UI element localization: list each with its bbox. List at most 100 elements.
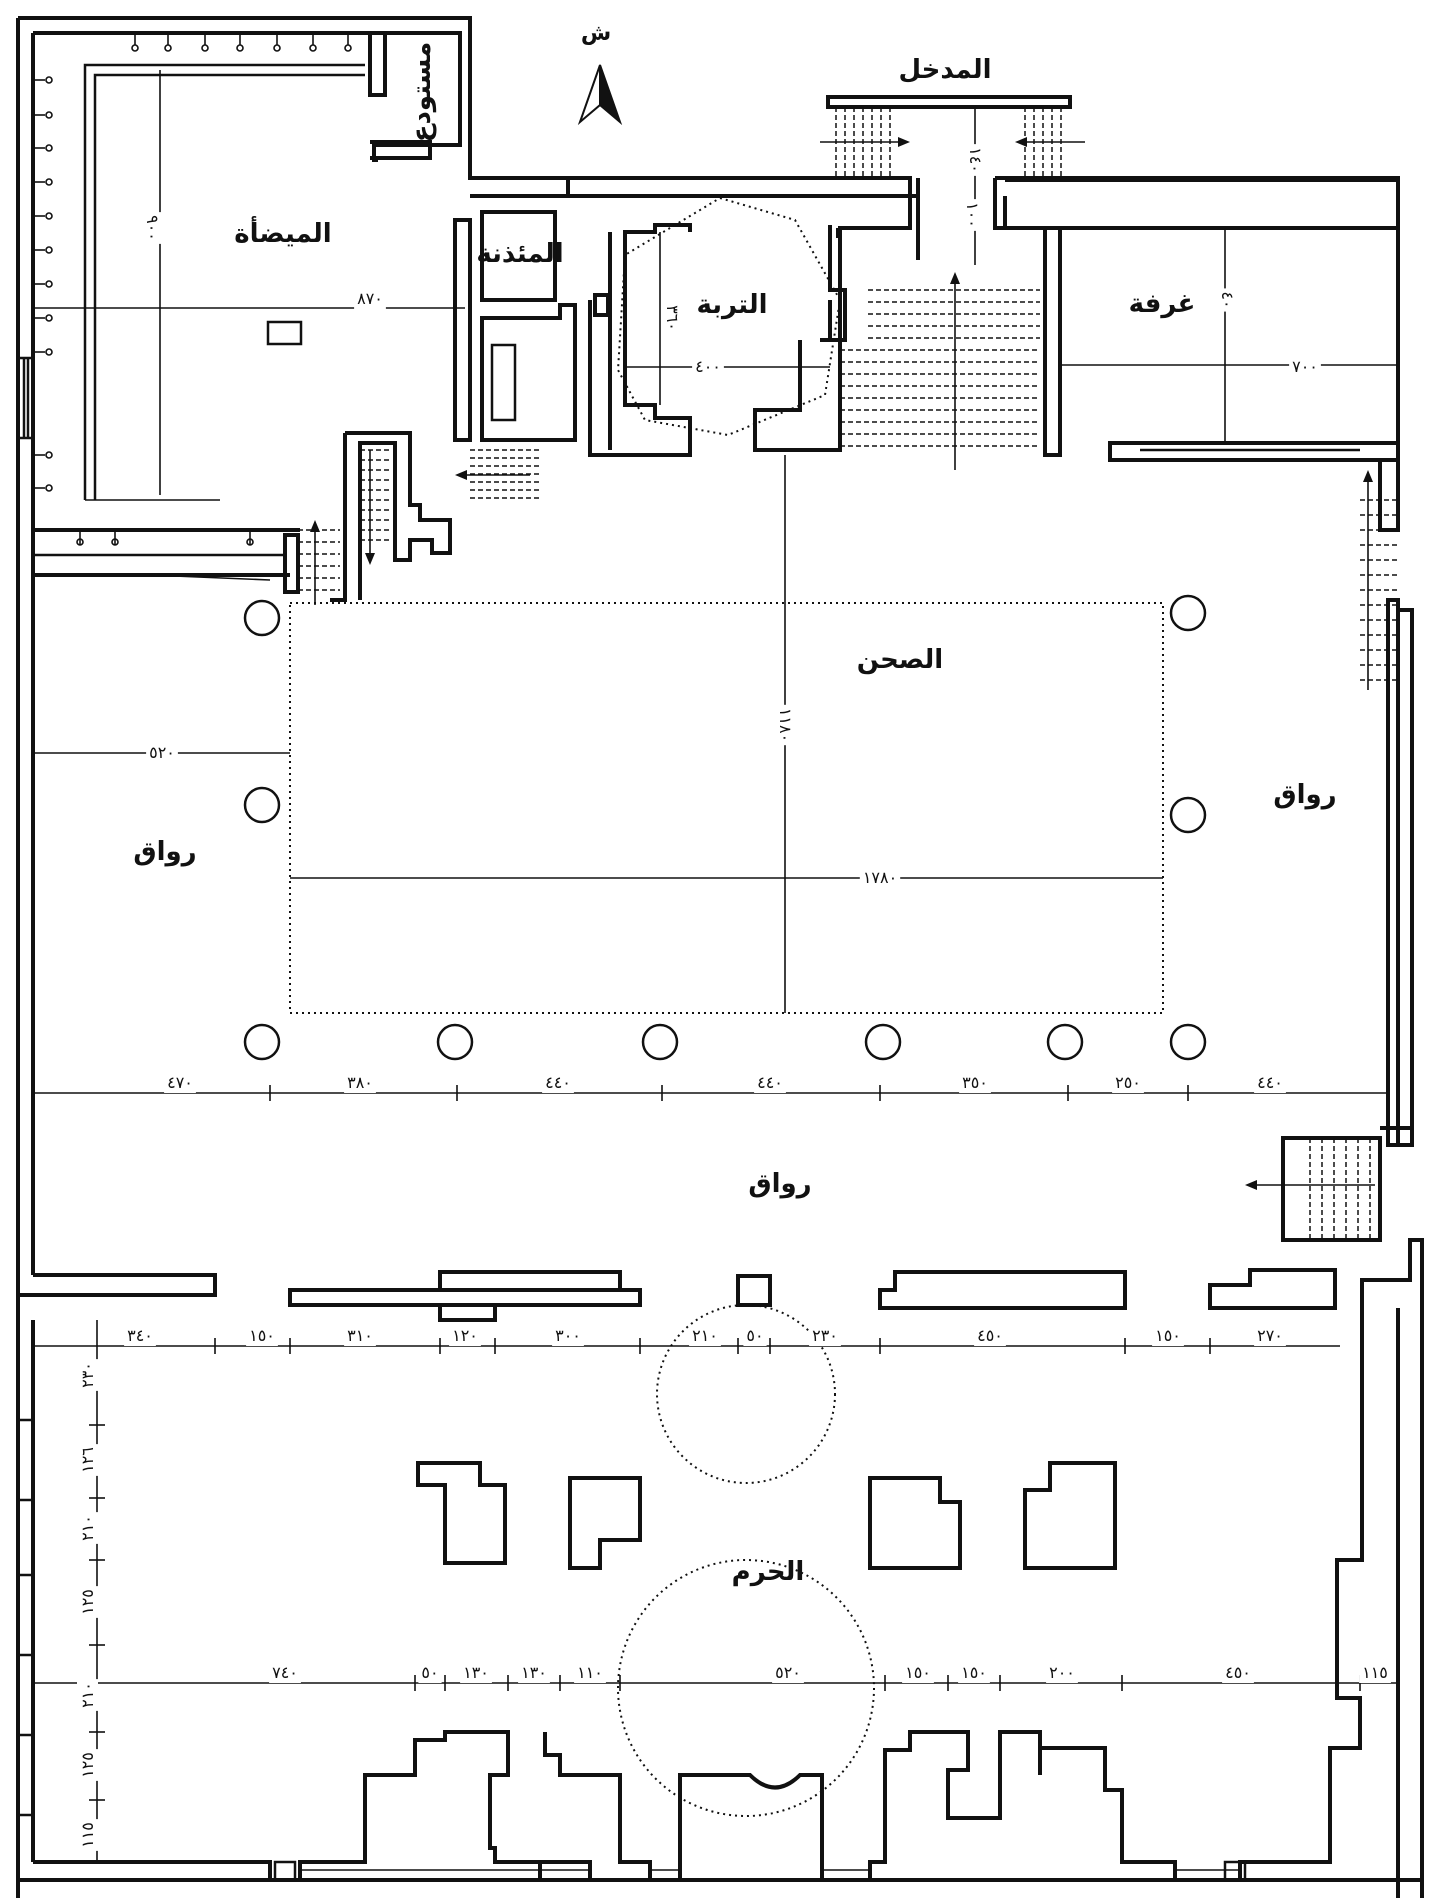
dimension-label-backing [77,1679,98,1711]
dim-ablution-depth: ٩٠٠ [143,215,162,241]
dim-entrance-depth: ١٤٠ [966,147,985,173]
dimension-label-backing [974,1325,1006,1346]
dim-haram-axis: ٤٥٠ [1225,1663,1251,1682]
label-riwaq-south: رواق [748,1169,811,1199]
dim-riwaq-west-width: ٥٢٠ [149,743,175,762]
dimension-label-backing [689,1325,721,1346]
dim-haram-north: ٤٥٠ [977,1326,1003,1345]
dimension-label-backing [1217,288,1238,312]
dimension-label-backing [246,1325,278,1346]
dim-arcade-span: ٤٧٠ [167,1073,193,1092]
dimension-label-backing [1254,1325,1286,1346]
dim-courtyard-depth: ١١٨٠ [776,708,795,742]
dimension-labels: ٨٧٠ ٩٠٠ ١٤٠ ١٠٠ ٤٠٠ ٣٦٠ ٧٠٠ ٤٠ ١١٨٠ ١٧٨٠… [77,144,1391,1851]
dim-haram-axis: ١١٠ [577,1663,603,1682]
dimension-label-backing [354,288,386,309]
label-minaret: المئذنة [476,239,563,269]
dim-haram-axis: ١١٥ [1362,1663,1388,1682]
label-room: غرفة [1129,289,1196,319]
dim-courtyard-width: ١٧٨٠ [863,868,897,887]
dimension-label-backing [269,1662,301,1683]
dim-haram-north: ٥٠ [746,1326,763,1345]
dimension-label-backing [743,1325,767,1346]
dim-haram-axis: ٥٢٠ [775,1663,801,1682]
haram-piers [416,1461,1117,1570]
dimension-label-backing [146,742,178,763]
label-ablution: الميضأة [234,216,331,249]
dimension-label-backing [662,302,683,334]
dim-haram-west: ١١٥ [78,1822,97,1848]
north-label: ش [581,21,611,46]
dimension-label-backing [692,356,724,377]
dimension-label-backing [574,1662,606,1683]
dimension-label-backing [1359,1662,1391,1683]
dim-haram-north: ٣٤٠ [127,1326,153,1345]
dimension-label-backing [124,1325,156,1346]
dimension-label-backing [959,1072,991,1093]
dim-haram-axis: ٧٤٠ [272,1663,298,1682]
dim-haram-north: ٣١٠ [347,1326,373,1345]
dim-haram-axis: ١٥٠ [905,1663,931,1682]
dimension-label-backing [1152,1325,1184,1346]
dim-haram-north: ١٥٠ [249,1326,275,1345]
dimension-label-backing [552,1325,584,1346]
dim-haram-axis: ٥٠ [421,1663,438,1682]
dimension-label-backing [449,1325,481,1346]
dim-haram-west: ١٢٥ [78,1589,97,1615]
dimension-label-backing [518,1662,550,1683]
dim-haram-west: ٢١٠ [78,1682,97,1708]
dimension-label-backing [775,704,796,746]
dimension-label-backing [1289,356,1321,377]
dim-haram-north: ٢٧٠ [1257,1326,1283,1345]
tomb-dome-outline [616,196,842,437]
dimension-label-backing [77,1444,98,1476]
dim-haram-west: ١٢٦ [78,1447,97,1473]
dim-arcade-span: ٢٥٠ [1115,1073,1141,1092]
dim-room-width: ٧٠٠ [1292,357,1318,376]
dim-haram-west: ١٢٥ [78,1752,97,1778]
haram-south-wall [18,1278,1422,1882]
haram-dome-south [617,1559,875,1817]
dim-haram-north: ١٥٠ [1155,1326,1181,1345]
label-riwaq-east: رواق [1273,780,1336,810]
dimension-label-backing [164,1072,196,1093]
dimension-label-backing [460,1662,492,1683]
courtyard-outline [289,602,1164,1014]
dim-haram-west: ٢٣٠ [78,1362,97,1388]
dimension-label-backing [1112,1072,1144,1093]
dimension-label-backing [77,1819,98,1851]
dim-tomb-depth: ٣٦٠ [663,305,682,331]
dim-haram-north: ٢١٠ [692,1326,718,1345]
dim-haram-axis: ٢٠٠ [1049,1663,1075,1682]
haram-north-wall [288,1268,1337,1322]
dim-haram-axis: ١٣٠ [463,1663,489,1682]
dimension-label-backing [77,1749,98,1781]
north-arrow-icon [577,64,623,126]
dimension-label-backing [772,1662,804,1683]
dim-arcade-span: ٤٤٠ [1257,1073,1283,1092]
dim-room-depth: ٤٠ [1218,291,1237,308]
dimension-label-backing [754,1072,786,1093]
dimension-label-backing [902,1662,934,1683]
dimension-label-backing [344,1325,376,1346]
stairs [298,107,1398,1242]
dimension-label-backing [962,199,983,231]
dim-haram-north: ٣٠٠ [555,1326,581,1345]
arrows [310,137,1375,1190]
label-courtyard: الصحن [857,645,943,675]
dimension-label-backing [965,144,986,176]
haram-dome-north [656,1304,836,1484]
label-riwaq-west: رواق [133,837,196,867]
dimension-label-backing [958,1662,990,1683]
dim-haram-north: ٢٣٠ [812,1326,838,1345]
dimension-label-backing [418,1662,442,1683]
dim-haram-axis: ١٣٠ [521,1663,547,1682]
dim-arcade-span: ٣٥٠ [962,1073,988,1092]
dim-haram-north: ١٢٠ [452,1326,478,1345]
dimension-lines [33,70,1398,1862]
dimension-label-backing [859,867,901,888]
dim-ablution-width: ٨٧٠ [357,289,383,308]
dim-haram-west: ٢١٠ [78,1515,97,1541]
dim-tomb-width: ٤٠٠ [695,357,721,376]
dim-entrance-inner: ١٠٠ [963,202,982,228]
